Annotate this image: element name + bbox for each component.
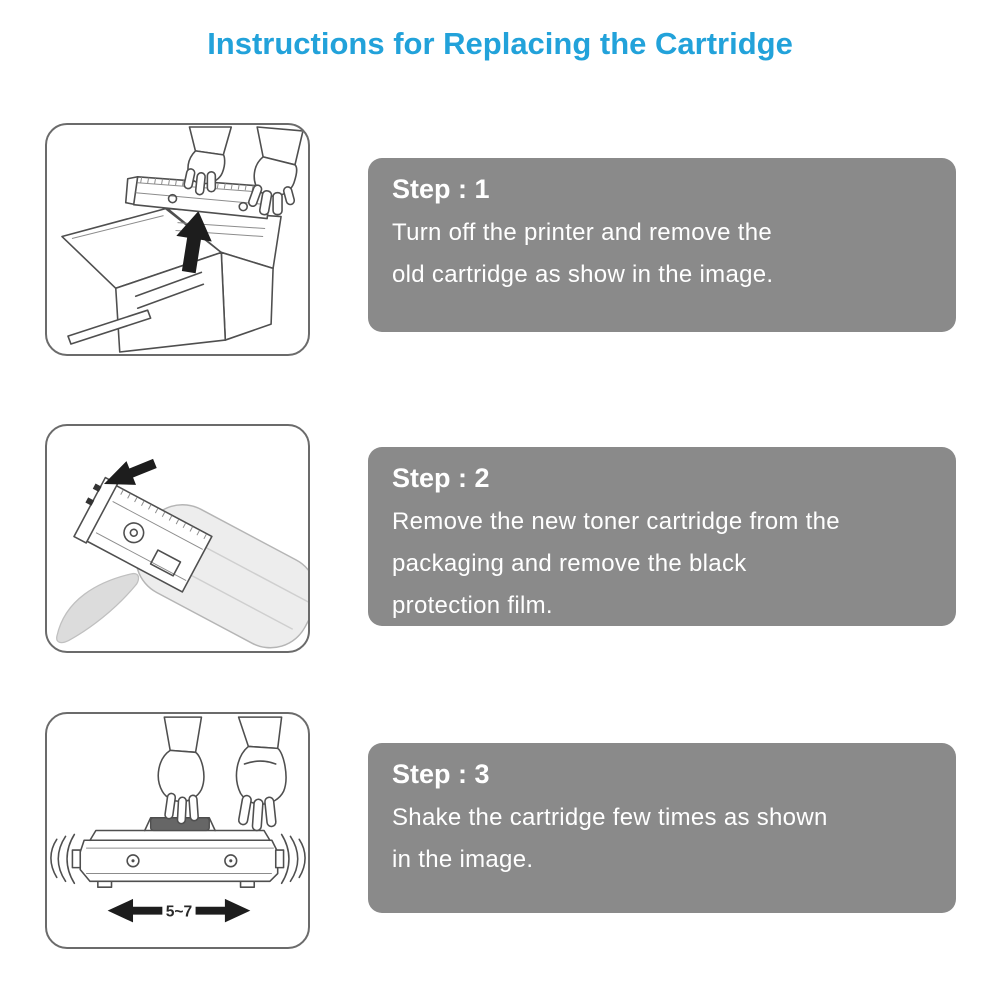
printer-side [220,251,274,341]
left-arrow-icon [107,898,163,923]
step-label: Step : 3 [392,759,490,789]
printer-remove-cartridge-drawing [61,126,304,353]
step-label: Step : 2 [392,463,490,493]
right-arrow-icon [195,898,251,923]
paper-tray [67,309,152,345]
left-hand [183,126,233,196]
shake-count-label: 5~7 [166,904,193,921]
toner-cartridge [71,817,285,888]
step2-illustration [45,424,310,653]
step-description: Shake the cartridge few times as shown i… [392,804,828,873]
protection-film-flap [56,572,140,644]
cartridge-unpack-drawing [56,458,308,649]
up-left-arrow-icon [103,458,157,485]
step-description: Remove the new toner cartridge from the … [392,508,840,619]
step-panel-3: Step : 3 Shake the cartridge few times a… [368,743,956,913]
step-panel-1: Step : 1 Turn off the printer and remove… [368,158,956,332]
up-arrow-icon [176,211,212,274]
right-hand [247,126,304,216]
step1-illustration [45,123,310,356]
toner-cartridge [124,175,272,220]
cartridge-shake-drawing: 5~7 [50,716,306,923]
page-title: Instructions for Replacing the Cartridge [207,26,793,61]
right-hand [235,716,287,832]
shake-motion-lines [50,833,306,885]
step-label: Step : 1 [392,174,490,204]
printer [61,207,282,353]
step3-illustration: 5~7 [45,712,310,949]
toner-cartridge [73,476,213,593]
step-panel-2: Step : 2 Remove the new toner cartridge … [368,447,956,626]
step-description: Turn off the printer and remove the old … [392,219,774,288]
left-hand [157,716,205,825]
